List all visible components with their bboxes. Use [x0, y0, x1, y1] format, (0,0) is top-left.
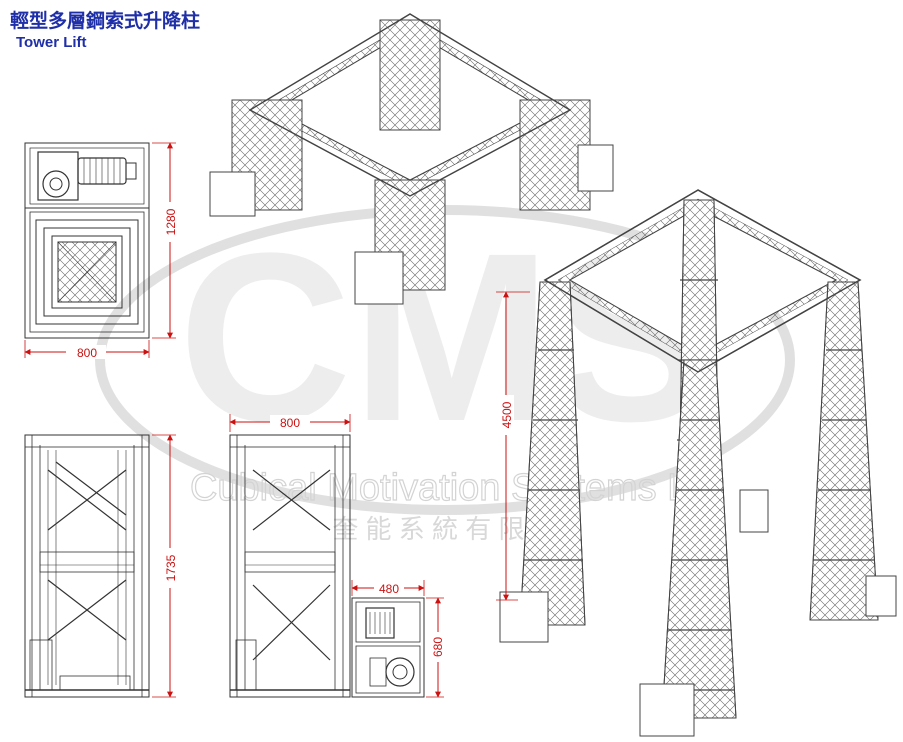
dimension-top-height: 1280 [152, 142, 178, 339]
dimension-motor-width: 480 [351, 580, 425, 596]
page-title: 輕型多層鋼索式升降柱 [10, 10, 201, 32]
dimension-label: 480 [379, 582, 399, 596]
dimension-top-width: 800 [24, 340, 150, 360]
front-view [24, 434, 150, 698]
dimension-label: 1735 [164, 554, 178, 581]
tower-front [639, 359, 737, 737]
column-left [209, 99, 303, 217]
dimension-label: 800 [77, 346, 97, 360]
dimension-extended-height: 4500 [496, 291, 530, 601]
column-front [354, 179, 446, 305]
tower-right [739, 281, 897, 621]
dimension-label: 680 [431, 637, 445, 657]
page-subtitle: Tower Lift [16, 34, 87, 51]
column-back [379, 19, 441, 131]
dimension-label: 4500 [500, 401, 514, 428]
watermark-company-zh: 奎 能 系 統 有 限 公 [332, 514, 557, 544]
dimension-label: 1280 [164, 208, 178, 235]
dimension-motor-height: 680 [426, 597, 446, 698]
top-view [24, 142, 150, 339]
dimension-side-width: 800 [229, 414, 351, 432]
isometric-extended [499, 189, 897, 737]
tower-left [499, 281, 586, 643]
isometric-retracted [209, 13, 614, 305]
side-view [229, 434, 425, 698]
dimension-label: 800 [280, 416, 300, 430]
dimension-front-height: 1735 [152, 434, 178, 698]
column-right [519, 99, 614, 211]
watermark-company-en: Cubical Motivation Systems Ltd [190, 467, 720, 509]
